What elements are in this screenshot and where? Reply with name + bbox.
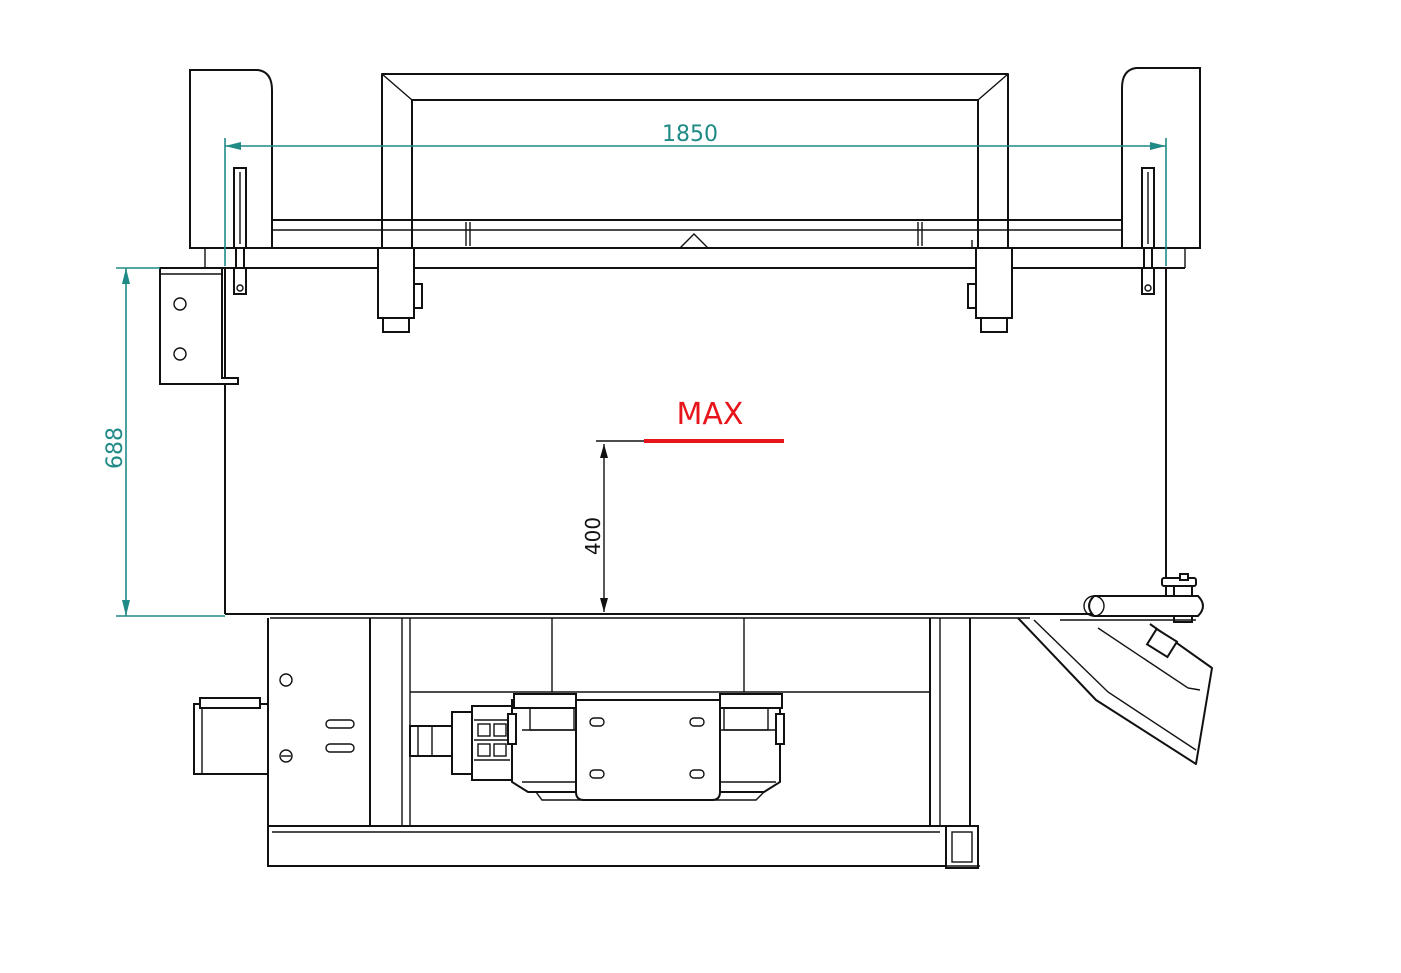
handle-foot-left [377, 247, 415, 319]
height-label: 688 [103, 427, 128, 469]
bracket-hole [173, 297, 187, 311]
top-frame [189, 67, 1201, 333]
gearbox-assembly [409, 693, 785, 801]
fill-height-dimension: 400 [581, 444, 608, 612]
chute-body [1017, 617, 1213, 765]
max-label: MAX [677, 397, 744, 432]
drive-motor [193, 697, 269, 776]
bracket-hole [173, 347, 187, 361]
handle-foot-right [975, 247, 1013, 319]
left-mount-bracket [159, 267, 239, 385]
height-dimension: 688 [103, 267, 225, 617]
tank-body [159, 267, 1200, 619]
discharge-chute [1017, 573, 1213, 765]
max-level-marker: MAX [596, 397, 784, 443]
handle-frame [381, 73, 1009, 249]
mount-plate [575, 699, 721, 801]
right-end-cap [1121, 67, 1201, 249]
base-frame [267, 618, 980, 869]
fill-height-label: 400 [581, 517, 605, 555]
width-dimension: 1850 [224, 122, 1167, 266]
left-end-cap [189, 69, 273, 249]
width-label: 1850 [662, 122, 718, 147]
